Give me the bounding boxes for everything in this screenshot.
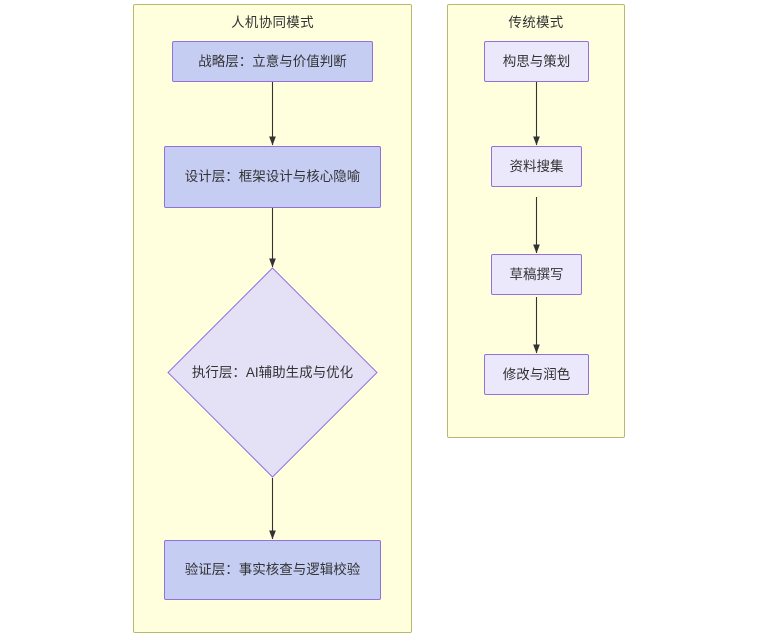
node-design-layer-label: 设计层：框架设计与核心隐喻	[184, 169, 361, 185]
node-draft-writing-label: 草稿撰写	[509, 266, 564, 282]
node-verification-layer[interactable]: 验证层：事实核查与逻辑校验	[164, 540, 381, 600]
node-material-collection[interactable]: 资料搜集	[491, 146, 582, 187]
node-verification-layer-label: 验证层：事实核查与逻辑校验	[184, 562, 361, 578]
node-material-collection-label: 资料搜集	[509, 158, 564, 174]
node-revision-polish[interactable]: 修改与润色	[484, 354, 589, 395]
node-design-layer[interactable]: 设计层：框架设计与核心隐喻	[164, 146, 381, 208]
node-strategy-layer[interactable]: 战略层：立意与价值判断	[172, 41, 373, 82]
diamond-shape	[167, 267, 378, 478]
subgraph-human-ai-title: 人机协同模式	[231, 15, 314, 30]
node-strategy-layer-label: 战略层：立意与价值判断	[198, 53, 347, 69]
node-ideation-planning[interactable]: 构思与策划	[484, 41, 589, 82]
subgraph-traditional-title: 传统模式	[508, 15, 564, 30]
node-execution-layer[interactable]: 执行层：AI辅助生成与优化	[167, 267, 378, 478]
node-draft-writing[interactable]: 草稿撰写	[491, 254, 582, 295]
node-revision-polish-label: 修改与润色	[502, 366, 571, 382]
node-ideation-planning-label: 构思与策划	[502, 53, 571, 69]
